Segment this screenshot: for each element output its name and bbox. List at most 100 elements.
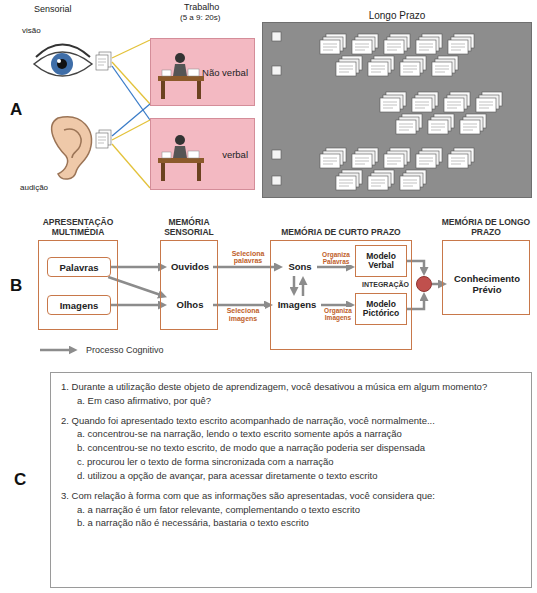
- column-heading: Trabalho: [184, 2, 219, 12]
- node-text: Sons: [288, 262, 311, 273]
- process-arrow: [213, 304, 269, 307]
- paper-stack: [384, 148, 410, 168]
- node-text: Conhecimento Prévio: [449, 274, 525, 296]
- document-icon: [96, 130, 111, 148]
- capacity-note: (5 a 9: 20s): [180, 13, 220, 22]
- question-text: c. procurou ler o texto de forma sincron…: [77, 456, 521, 469]
- ear-outline: [52, 117, 92, 179]
- document-icon: [96, 52, 111, 70]
- paper-stack: [476, 92, 502, 112]
- paper-stack: [352, 148, 378, 168]
- node-heading: Longo Prazo: [255, 10, 537, 22]
- paper-stack: [368, 170, 394, 190]
- paper-stack: [432, 56, 458, 76]
- small-icon: [272, 176, 281, 185]
- sense-line: [112, 144, 150, 188]
- paper-stack: [396, 114, 422, 134]
- edge-label: Seleciona palavras: [226, 250, 270, 265]
- stage-box: MEMÓRIA SENSORIALOuvidosOlhos: [160, 240, 218, 330]
- paper-stack: [320, 148, 346, 168]
- sense-item: Olhos: [167, 297, 213, 313]
- part-letter: B: [10, 276, 22, 296]
- node-text: Ouvidos: [171, 262, 209, 273]
- paper-stack: [336, 56, 362, 76]
- working-memory-fill: [150, 118, 255, 190]
- node-text: Imagens: [60, 300, 99, 311]
- sense-line: [112, 62, 150, 104]
- node-text: Modelo Pictórico: [358, 300, 404, 319]
- process-arrow: [407, 296, 424, 309]
- eye-pupil: [57, 59, 67, 69]
- question-text: a. Em caso afirmativo, por quê?: [77, 395, 521, 408]
- small-icon: [272, 32, 281, 41]
- process-arrow: [293, 276, 296, 292]
- edge-label: Organiza Imagens: [321, 307, 355, 321]
- paper-stack: [336, 170, 362, 190]
- node-text: Modelo Verbal: [358, 252, 404, 271]
- sense-line: [112, 40, 150, 58]
- paper-stack: [448, 148, 474, 168]
- legend-entry: Processo Cognitivo: [38, 344, 164, 356]
- input-box: Palavras: [47, 257, 111, 277]
- node-text: Não verbal: [202, 67, 248, 78]
- memory-item: Imagens: [273, 296, 321, 314]
- questionnaire-box: 1. Durante a utilização deste objeto de …: [50, 372, 532, 588]
- node-text: Imagens: [278, 300, 317, 311]
- model-box: Modelo Pictórico: [355, 293, 407, 325]
- paper-stack: [368, 56, 394, 76]
- edge-label: Seleciona imagens: [221, 307, 265, 322]
- node-text: Palavras: [59, 262, 98, 273]
- ear-fold: [64, 129, 81, 158]
- part-letter: C: [14, 470, 26, 490]
- paper-stack: [412, 92, 438, 112]
- question-text: d. utilizou a opção de avançar, para ace…: [77, 470, 521, 483]
- paper-stack: [320, 34, 346, 54]
- paper-stack: [460, 114, 486, 134]
- node-text: verbal: [222, 149, 248, 160]
- process-arrow: [321, 304, 351, 307]
- eye-highlight: [57, 59, 61, 63]
- node-heading: APRESENTAÇÃO MULTIMÉDIA: [31, 218, 125, 238]
- sense-line: [112, 66, 150, 120]
- process-arrow: [111, 304, 163, 307]
- paper-stack: [400, 56, 426, 76]
- question-text: 1. Durante a utilização deste objeto de …: [61, 381, 521, 394]
- knowledge-item: Conhecimento Prévio: [447, 267, 527, 303]
- eye-iris: [51, 53, 73, 75]
- paper-stack: [380, 92, 406, 112]
- process-arrow: [111, 266, 163, 269]
- eye-icon: [34, 45, 92, 77]
- node-heading: MEMÓRIA SENSORIAL: [153, 218, 225, 238]
- memory-item: Sons: [283, 258, 317, 276]
- node-text: Olhos: [177, 300, 204, 311]
- legend-arrow: [38, 344, 82, 356]
- archive-stacks: [272, 32, 502, 190]
- question-text: b. a narração não é necessária, bastaria…: [77, 517, 521, 530]
- paper-stack: [448, 34, 474, 54]
- edge-label: Organiza Palavras: [319, 251, 353, 265]
- paper-stack: [384, 34, 410, 54]
- question-text: a. a narração é um fator relevante, comp…: [77, 504, 521, 517]
- node-heading: MEMÓRIA DE LONGO PRAZO: [435, 218, 537, 238]
- sense-line: [112, 104, 150, 136]
- working-memory-box: Não verbal: [150, 38, 255, 106]
- paper-stack: [416, 34, 442, 54]
- working-memory-box: verbal: [150, 118, 255, 190]
- paper-stack: [352, 34, 378, 54]
- question-text: 3. Com relação à forma com que as inform…: [61, 490, 521, 503]
- node-heading: MEMÓRIA DE CURTO PRAZO: [263, 228, 419, 238]
- sense-line: [112, 120, 150, 140]
- node-heading: INTEGRAÇÃO: [362, 281, 409, 288]
- question-text: a. concentrou-se na narração, lendo o te…: [77, 428, 521, 441]
- ear-icon: [52, 117, 92, 179]
- sense-item: Ouvidos: [167, 259, 213, 275]
- process-arrow: [108, 277, 163, 296]
- question-text: 2. Quando foi apresentado texto escrito …: [61, 415, 521, 428]
- small-icon: [272, 66, 281, 75]
- long-term-panel: Longo Prazo: [262, 22, 532, 198]
- model-box: Modelo Verbal: [355, 245, 407, 277]
- long-term-fill: [262, 22, 532, 198]
- eye-lid: [36, 45, 90, 58]
- paper-stack: [428, 114, 454, 134]
- desk-figure: [158, 53, 204, 99]
